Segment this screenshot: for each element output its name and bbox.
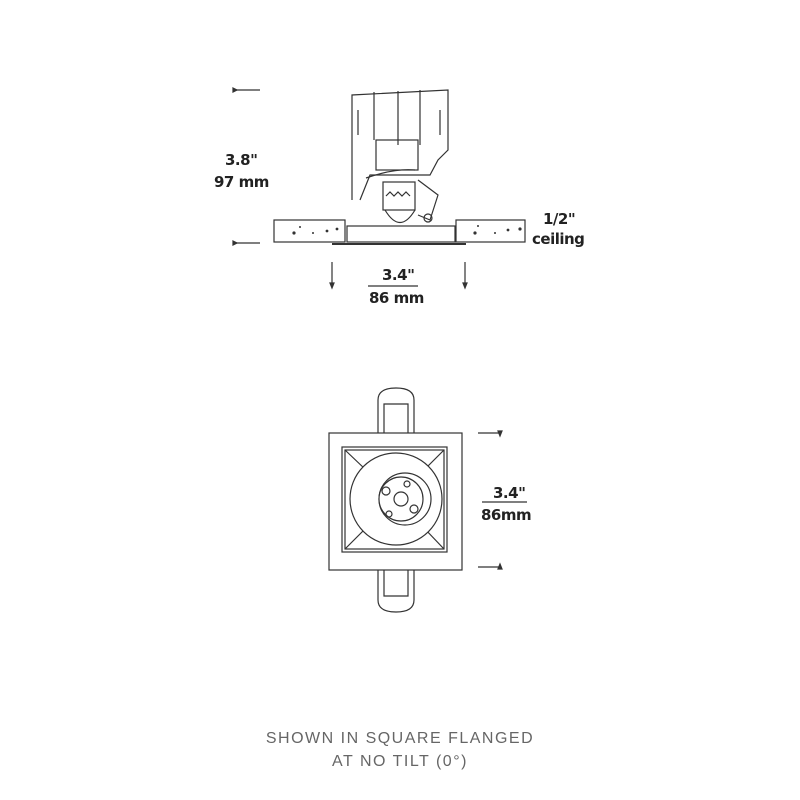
height-mm-label: 97 mm (214, 173, 269, 191)
ceiling-boards (273, 219, 526, 243)
housing (351, 89, 449, 224)
top-width-mm-label: 86mm (481, 506, 532, 524)
width-dimension (329, 262, 468, 290)
height-dimension (232, 87, 260, 246)
mounting-clip-top (377, 387, 415, 433)
mounting-clip-bottom (377, 570, 415, 613)
aperture (341, 446, 448, 553)
side-width-inches-label: 3.4" (382, 266, 415, 284)
side-view-drawing (232, 87, 526, 290)
side-width-mm-label: 86 mm (369, 289, 424, 307)
top-width-inches-label: 3.4" (493, 484, 526, 502)
height-inches-label: 3.8" (225, 151, 258, 169)
top-view-drawing (328, 387, 527, 613)
ceiling-thickness-label: 1/2" (543, 210, 576, 228)
ceiling-label: ceiling (532, 230, 585, 248)
caption-line-2: AT NO TILT (0°) (332, 753, 468, 770)
top-width-dimension (478, 430, 527, 570)
caption-line-1: SHOWN IN SQUARE FLANGED (265, 730, 535, 747)
trim-flange (332, 225, 466, 245)
